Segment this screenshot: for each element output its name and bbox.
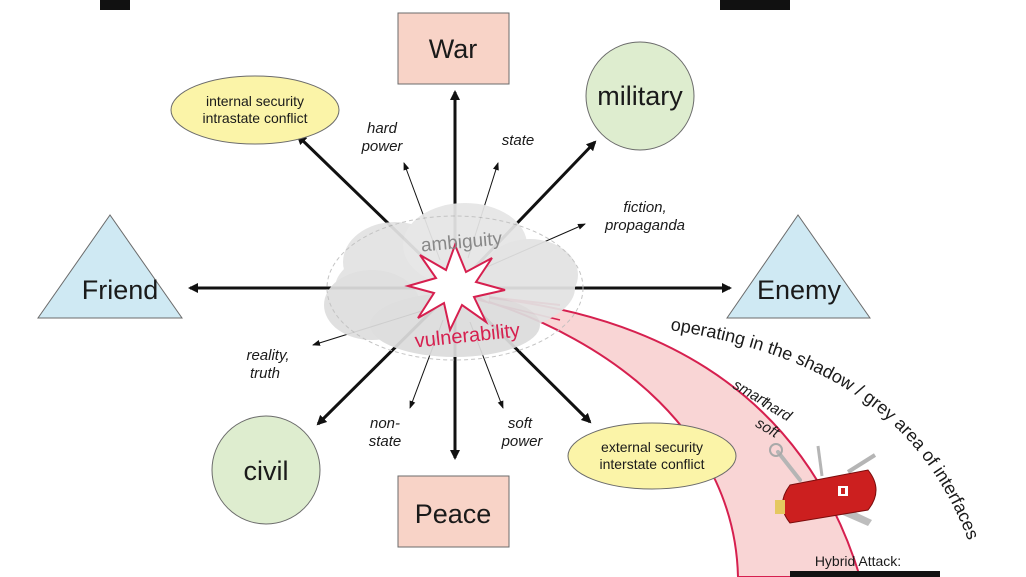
friend-label: Friend bbox=[82, 275, 159, 305]
internal-security-line1: internal security bbox=[206, 93, 304, 109]
peace-node: Peace bbox=[397, 475, 510, 548]
military-label: military bbox=[597, 81, 683, 111]
military-node: military bbox=[585, 41, 695, 151]
swiss-army-knife-icon bbox=[769, 443, 877, 526]
civil-node: civil bbox=[211, 415, 321, 525]
enemy-node: Enemy bbox=[726, 214, 871, 319]
vulnerability-burst bbox=[404, 242, 506, 334]
external-security-line1: external security bbox=[601, 439, 703, 455]
hard-power-line1: hard bbox=[367, 120, 398, 137]
fiction-line2: propaganda bbox=[604, 217, 685, 234]
reality-line2: truth bbox=[250, 365, 280, 382]
hybrid-attack-label: Hybrid Attack: bbox=[815, 553, 901, 569]
internal-security-line2: intrastate conflict bbox=[202, 110, 307, 126]
cropped-title-fragment bbox=[100, 0, 790, 10]
non-state-line2: state bbox=[369, 433, 402, 450]
soft-power-line2: power bbox=[501, 433, 544, 450]
war-label: War bbox=[429, 34, 478, 64]
war-node: War bbox=[397, 12, 510, 85]
non-state-line1: non- bbox=[370, 415, 400, 432]
enemy-label: Enemy bbox=[757, 275, 842, 305]
external-security-line2: interstate conflict bbox=[599, 456, 704, 472]
reality-line1: reality, bbox=[246, 347, 289, 364]
hard-power-line2: power bbox=[361, 138, 404, 155]
friend-node: Friend bbox=[37, 214, 183, 319]
cropped-text-fragment bbox=[790, 571, 940, 577]
internal-security-node: internal security intrastate conflict bbox=[170, 75, 340, 145]
fiction-line1: fiction, bbox=[623, 199, 666, 216]
peace-label: Peace bbox=[415, 499, 492, 529]
soft-power-line1: soft bbox=[508, 415, 533, 432]
civil-label: civil bbox=[244, 456, 289, 486]
external-security-node: external security interstate conflict bbox=[567, 422, 737, 490]
state-label: state bbox=[502, 132, 535, 149]
